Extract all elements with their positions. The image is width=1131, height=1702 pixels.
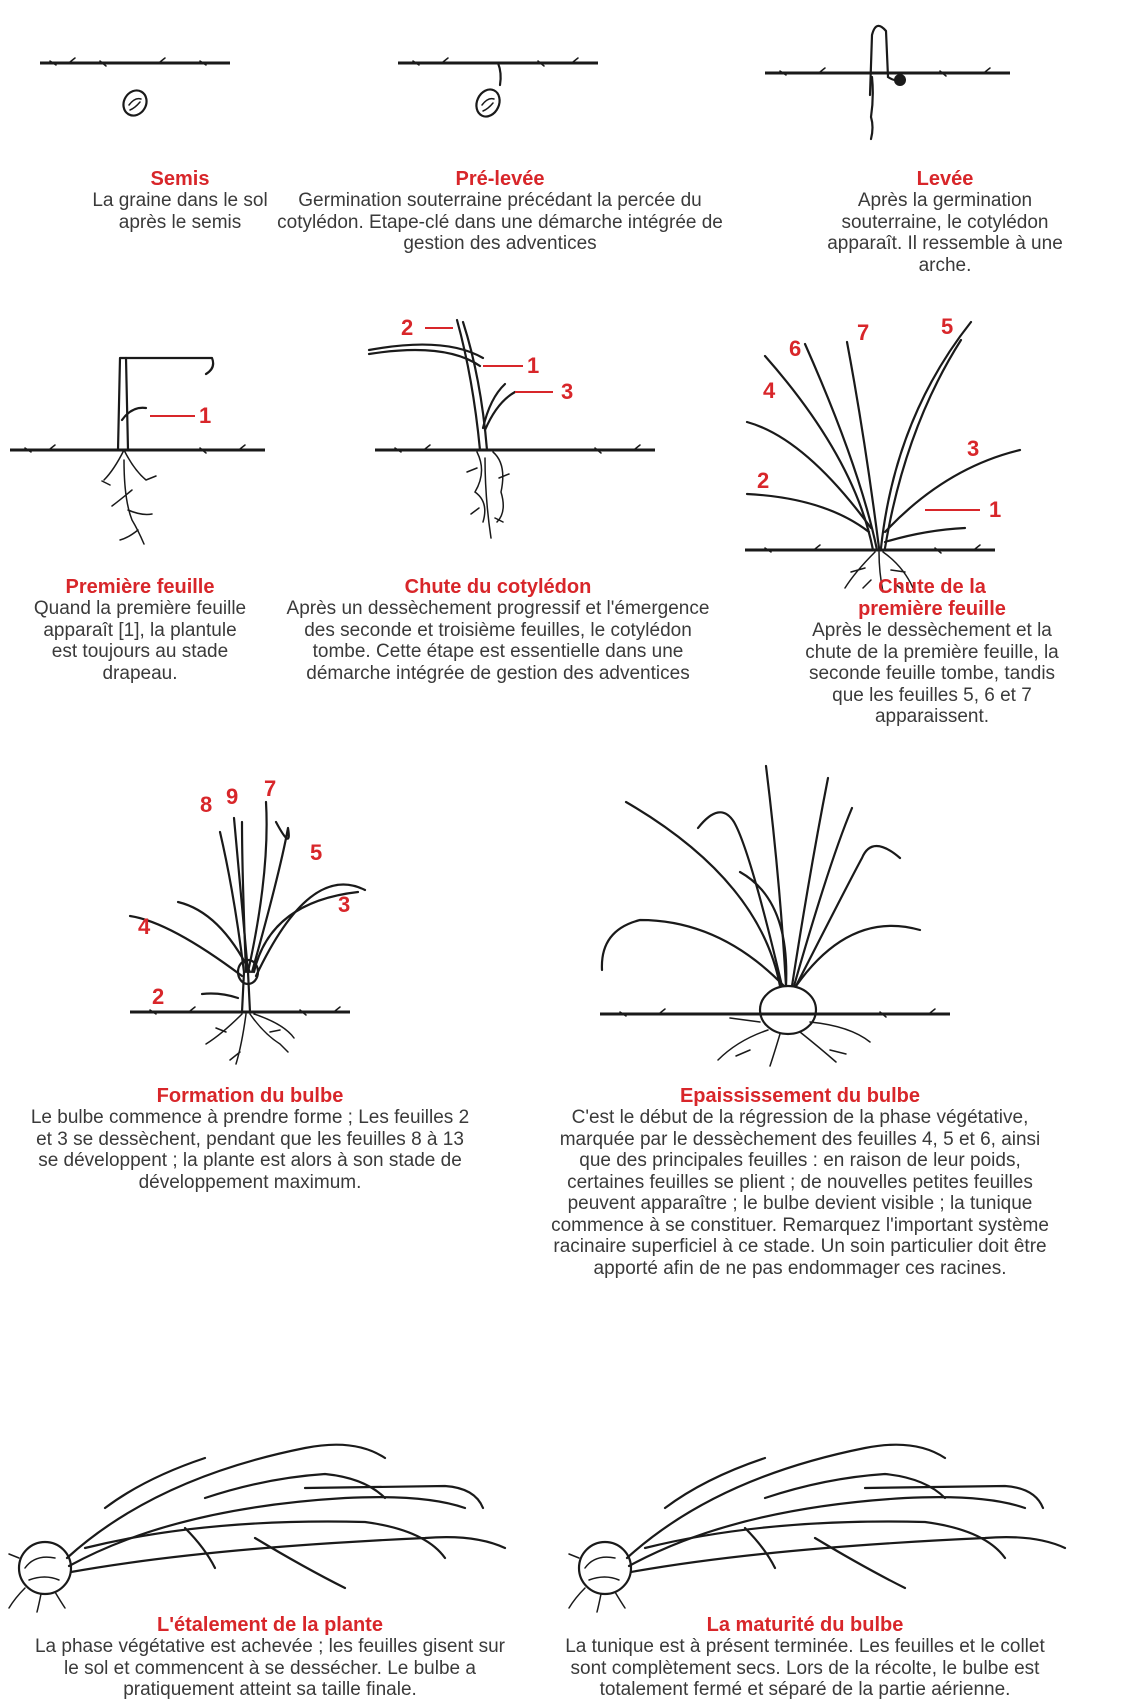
- stage-description: Après la germination souterraine, le cot…: [800, 190, 1090, 276]
- stage-title: Chute du cotylédon: [268, 576, 728, 598]
- chute-cotyledon-illustration: 2 1 3: [365, 318, 665, 558]
- stage-description: Germination souterraine précédant la per…: [270, 190, 730, 255]
- leaf-number-label: 7: [857, 320, 869, 345]
- leaf-number-label: 4: [138, 914, 151, 939]
- premiere-feuille-illustration: 1: [10, 350, 270, 580]
- stage-description: Le bulbe commence à prendre forme ; Les …: [5, 1107, 495, 1193]
- stage-description: Après un dessèchement progressif et l'ém…: [268, 598, 728, 684]
- stage-maturite-bulbe: La maturité du bulbe La tunique est à pr…: [540, 1614, 1070, 1701]
- stage-semis: Semis La graine dans le sol après le sem…: [75, 168, 285, 233]
- epaississement-bulbe-illustration: [600, 760, 960, 1070]
- stage-title: Première feuille: [20, 576, 260, 598]
- leaf-number-label: 3: [561, 379, 573, 404]
- stage-levee: Levée Après la germination souterraine, …: [800, 168, 1090, 276]
- stage-chute-cotyledon: Chute du cotylédon Après un dessèchement…: [268, 576, 728, 684]
- stage-description: C'est le début de la régression de la ph…: [515, 1107, 1085, 1279]
- stage-formation-bulbe: Formation du bulbe Le bulbe commence à p…: [5, 1085, 495, 1193]
- chute-premiere-feuille-illustration: 7 5 6 4 3 2 1: [745, 318, 1115, 598]
- stage-title: Levée: [800, 168, 1090, 190]
- leaf-number-label: 8: [200, 792, 212, 817]
- stage-title: Formation du bulbe: [5, 1085, 495, 1107]
- stage-etalement-plante: L'étalement de la plante La phase végéta…: [5, 1614, 535, 1701]
- etalement-plante-illustration: [5, 1438, 525, 1613]
- maturite-bulbe-illustration: [565, 1438, 1085, 1613]
- stage-description: La phase végétative est achevée ; les fe…: [5, 1636, 535, 1701]
- stage-premiere-feuille: Première feuille Quand la première feuil…: [20, 576, 260, 684]
- leaf-number-label: 5: [941, 314, 953, 339]
- stage-title: Chute de la première feuille: [782, 576, 1082, 620]
- stage-description: La graine dans le sol après le semis: [75, 190, 285, 233]
- stage-title: La maturité du bulbe: [540, 1614, 1070, 1636]
- stage-description: Après le dessèchement et la chute de la …: [782, 620, 1082, 728]
- leaf-number-label: 1: [199, 403, 211, 428]
- leaf-number-label: 2: [757, 468, 769, 493]
- leaf-number-label: 1: [527, 353, 539, 378]
- stage-title: Pré-levée: [270, 168, 730, 190]
- stage-description: Quand la première feuille apparaît [1], …: [20, 598, 260, 684]
- pre-levee-illustration: [398, 45, 598, 135]
- semis-illustration: [40, 45, 240, 135]
- formation-bulbe-illustration: 8 9 7 5 3 4 2: [130, 792, 430, 1082]
- stage-chute-premiere-feuille: Chute de la première feuille Après le de…: [782, 576, 1082, 728]
- leaf-number-label: 4: [763, 378, 776, 403]
- leaf-number-label: 2: [152, 984, 164, 1009]
- leaf-number-label: 9: [226, 784, 238, 809]
- stage-title: Semis: [75, 168, 285, 190]
- leaf-number-label: 7: [264, 776, 276, 801]
- stage-title: Epaississement du bulbe: [515, 1085, 1085, 1107]
- levee-illustration: [760, 15, 1020, 145]
- stage-title: L'étalement de la plante: [5, 1614, 535, 1636]
- leaf-number-label: 3: [338, 892, 350, 917]
- stage-pre-levee: Pré-levée Germination souterraine précéd…: [270, 168, 730, 255]
- leaf-number-label: 3: [967, 436, 979, 461]
- stage-epaississement-bulbe: Epaississement du bulbe C'est le début d…: [515, 1085, 1085, 1279]
- leaf-number-label: 5: [310, 840, 322, 865]
- stage-description: La tunique est à présent terminée. Les f…: [540, 1636, 1070, 1701]
- leaf-number-label: 2: [401, 315, 413, 340]
- leaf-number-label: 6: [789, 336, 801, 361]
- leaf-number-label: 1: [989, 497, 1001, 522]
